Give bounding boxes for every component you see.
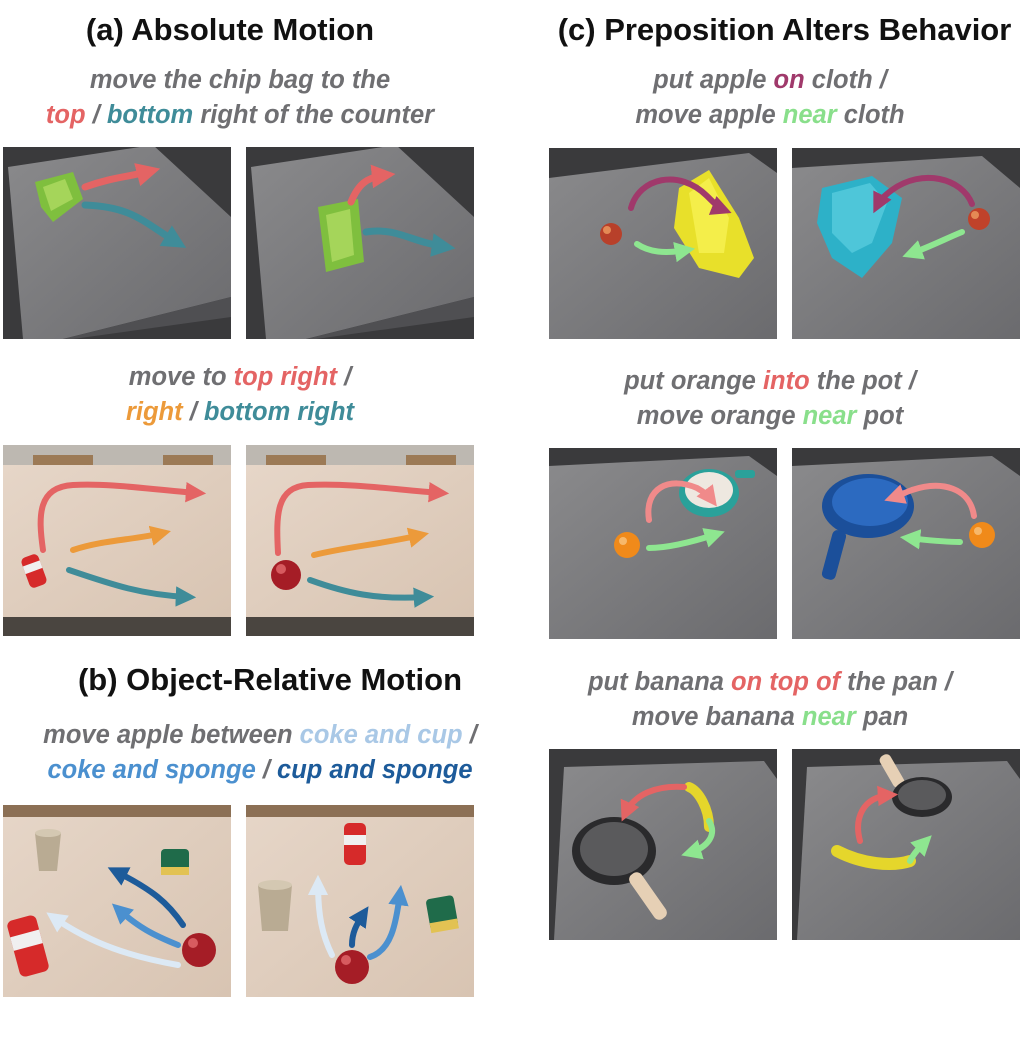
caption-segment: bottom bbox=[106, 101, 194, 129]
section-c-caption-1: put apple on cloth / move apple near clo… bbox=[530, 63, 1010, 133]
caption-line: move orange near pot bbox=[530, 399, 1010, 434]
photo-apple-blue-cloth bbox=[792, 148, 1020, 339]
photo-apple-table bbox=[246, 445, 474, 636]
caption-segment: top bbox=[45, 101, 86, 129]
caption-segment: cloth bbox=[836, 101, 905, 129]
caption-line: put apple on cloth / bbox=[530, 63, 1010, 98]
caption-segment: move apple between bbox=[43, 721, 300, 749]
section-c-title: (c) Preposition Alters Behavior bbox=[557, 12, 1012, 47]
caption-segment: coke and cup bbox=[299, 721, 463, 749]
caption-segment: put banana bbox=[587, 668, 732, 696]
caption-segment: bottom right bbox=[203, 398, 355, 426]
caption-segment: right bbox=[125, 398, 183, 426]
caption-segment: move banana bbox=[631, 703, 802, 731]
caption-segment: move apple bbox=[635, 101, 783, 129]
photo-apple-coke-cup-sponge-left bbox=[3, 805, 231, 997]
caption-line: put orange into the pot / bbox=[530, 364, 1010, 399]
section-a-caption-2: move to top right / right / bottom right bbox=[0, 360, 480, 430]
caption-segment: the pan / bbox=[840, 668, 953, 696]
caption-segment: near bbox=[801, 703, 856, 731]
photo-chip-bag-left bbox=[3, 147, 231, 339]
caption-segment: the pot / bbox=[809, 367, 916, 395]
caption-segment: near bbox=[782, 101, 837, 129]
caption-line: put banana on top of the pan / bbox=[530, 665, 1010, 700]
caption-segment: / bbox=[337, 363, 352, 391]
caption-line: top / bottom right of the counter bbox=[0, 98, 480, 133]
photo-orange-blue-pot bbox=[792, 448, 1020, 639]
caption-segment: cloth / bbox=[804, 66, 887, 94]
section-c-caption-3: put banana on top of the pan / move bana… bbox=[530, 665, 1010, 735]
section-a-title: (a) Absolute Motion bbox=[85, 12, 375, 47]
caption-segment: coke and sponge bbox=[47, 756, 256, 784]
caption-line: move apple near cloth bbox=[530, 98, 1010, 133]
caption-segment: right of the counter bbox=[193, 101, 435, 129]
caption-line: move apple between coke and cup / bbox=[0, 718, 520, 753]
section-a-caption-1: move the chip bag to the top / bottom ri… bbox=[0, 63, 480, 133]
caption-segment: / bbox=[85, 101, 107, 129]
photo-chip-bag-right bbox=[246, 147, 474, 339]
photo-apple-yellow-cloth bbox=[549, 148, 777, 339]
caption-line: move the chip bag to the bbox=[89, 66, 391, 94]
caption-segment: put apple bbox=[653, 66, 774, 94]
caption-line: right / bottom right bbox=[0, 395, 480, 430]
caption-segment: move to bbox=[128, 363, 234, 391]
caption-line: move banana near pan bbox=[530, 700, 1010, 735]
section-b-caption: move apple between coke and cup / coke a… bbox=[0, 718, 520, 788]
caption-segment: / bbox=[255, 756, 278, 784]
caption-segment: into bbox=[762, 367, 810, 395]
photo-banana-pan-right bbox=[792, 749, 1020, 940]
caption-segment: cup and sponge bbox=[277, 756, 473, 784]
caption-line: coke and sponge / cup and sponge bbox=[0, 753, 520, 788]
caption-segment: put orange bbox=[624, 367, 763, 395]
caption-segment: on bbox=[773, 66, 805, 94]
photo-orange-teal-pot bbox=[549, 448, 777, 639]
caption-segment: pot bbox=[856, 402, 904, 430]
caption-segment: pan bbox=[855, 703, 909, 731]
caption-line: move to top right / bbox=[0, 360, 480, 395]
section-b-title: (b) Object-Relative Motion bbox=[77, 662, 463, 697]
photo-coke-can-table bbox=[3, 445, 231, 636]
caption-segment: on top of bbox=[731, 668, 841, 696]
photo-apple-coke-cup-sponge-right bbox=[246, 805, 474, 997]
caption-segment: top right bbox=[233, 363, 338, 391]
photo-banana-pan-left bbox=[549, 749, 777, 940]
section-c-caption-2: put orange into the pot / move orange ne… bbox=[530, 364, 1010, 434]
caption-segment: near bbox=[802, 402, 857, 430]
caption-segment: / bbox=[462, 721, 477, 749]
caption-segment: move orange bbox=[636, 402, 803, 430]
caption-segment: / bbox=[182, 398, 204, 426]
